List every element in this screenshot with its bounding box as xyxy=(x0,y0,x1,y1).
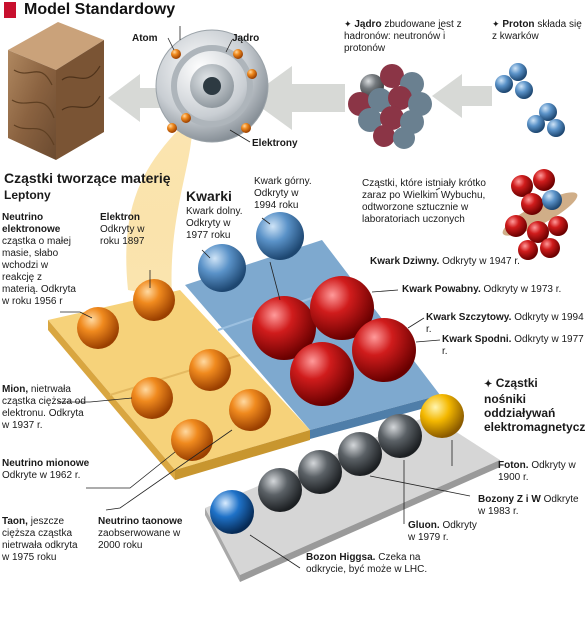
photon-sphere xyxy=(420,394,464,438)
atom-electron xyxy=(181,113,191,123)
label-atom: Atom xyxy=(132,33,158,44)
force-carriers-title: ✦ Cząstki nośniki oddziaływań elektromag… xyxy=(484,376,585,434)
charm-quark-sphere xyxy=(310,276,374,340)
atom-electron xyxy=(241,123,251,133)
boson-spheres xyxy=(210,394,464,534)
hadron-description: Cząstki, które istniały krótko zaraz po … xyxy=(362,178,486,225)
arrow-nucleus-to-atom xyxy=(248,66,345,130)
tau-sphere xyxy=(171,419,213,461)
photon-label: Foton. Odkryty w 1900 r. xyxy=(498,460,576,483)
tau-neutrino-label: Neutrino taonowe zaobserwowane w 2000 ro… xyxy=(98,516,183,551)
strange-quark-sphere xyxy=(252,296,316,360)
electron-sphere xyxy=(133,279,175,321)
boson-sphere xyxy=(298,450,342,494)
label-elektrony: Elektrony xyxy=(252,138,298,149)
proton-description: ✦ Proton składa się z kwarków xyxy=(492,19,582,42)
atom-electron xyxy=(171,49,181,59)
bottom-quark-label: Kwark Spodni. Odkryty w 1977 r. xyxy=(442,334,584,357)
muon-sphere xyxy=(131,377,173,419)
boson-tile xyxy=(205,415,500,575)
arrow-proton-to-nucleus xyxy=(432,74,492,118)
hadron-cluster xyxy=(502,169,578,260)
leader-lines xyxy=(58,26,471,569)
kwarki-heading: Kwarki xyxy=(186,188,232,204)
strange-quark-label: Kwark Dziwny. Odkryty w 1947 r. xyxy=(370,256,520,267)
higgs-boson-sphere xyxy=(210,490,254,534)
top-quark-sphere xyxy=(290,342,354,406)
atom-diagram xyxy=(155,29,269,143)
title-accent-bar xyxy=(4,2,16,18)
tau-neutrino-sphere xyxy=(229,389,271,431)
tau-label: Taon, jeszcze cięższa cząstka nietrwała … xyxy=(2,516,78,563)
up-quark-label: Kwark górny. Odkryty w 1994 roku xyxy=(254,176,312,211)
arrow-atom-to-cube xyxy=(108,74,168,122)
atom-electron xyxy=(247,69,257,79)
boson-sphere xyxy=(258,468,302,512)
electron-label: Elektron Odkryty w roku 1897 xyxy=(100,212,145,247)
muon-neutrino-label: Neutrino mionowe Odkryte w 1962 r. xyxy=(2,458,90,481)
atom-electron xyxy=(167,123,177,133)
proton-pair xyxy=(495,63,565,137)
up-quark-sphere xyxy=(256,212,304,260)
gluon-label: Gluon. Odkryty w 1979 r. xyxy=(408,520,477,543)
nucleus-description: ✦ Jądro zbudowane jest z hadronów: neutr… xyxy=(344,19,462,54)
higgs-label: Bozon Higgsa. Czeka na odkrycie, być moż… xyxy=(306,552,428,575)
zw-bosons-label: Bozony Z i W Odkryte w 1983 r. xyxy=(478,494,579,517)
quark-spheres xyxy=(198,212,416,406)
page-title: Model Standardowy xyxy=(24,1,176,18)
electron-neutrino-label: Neutrino elektronowe cząstka o małej mas… xyxy=(2,212,76,307)
top-quark-label: Kwark Szczytowy. Odkryty w 1994 r. xyxy=(426,312,584,335)
down-quark-sphere xyxy=(198,244,246,292)
matter-section-title: Cząstki tworzące materię xyxy=(4,170,171,186)
leptony-heading: Leptony xyxy=(4,188,51,202)
boson-sphere xyxy=(338,432,382,476)
gluon-sphere xyxy=(378,414,422,458)
electron-neutrino-sphere xyxy=(77,307,119,349)
muon-neutrino-sphere xyxy=(189,349,231,391)
bottom-quark-sphere xyxy=(352,318,416,382)
charm-quark-label: Kwark Powabny. Odkryty w 1973 r. xyxy=(402,284,562,295)
wood-cube xyxy=(8,22,104,160)
down-quark-label: Kwark dolny. Odkryty w 1977 roku xyxy=(186,206,243,241)
label-jadro: Jądro xyxy=(232,33,260,44)
muon-label: Mion, nietrwała cząstka cięższa od elekt… xyxy=(2,384,86,431)
nucleus-cluster xyxy=(348,64,432,149)
atom-electron xyxy=(233,49,243,59)
electron-beam xyxy=(126,128,192,298)
